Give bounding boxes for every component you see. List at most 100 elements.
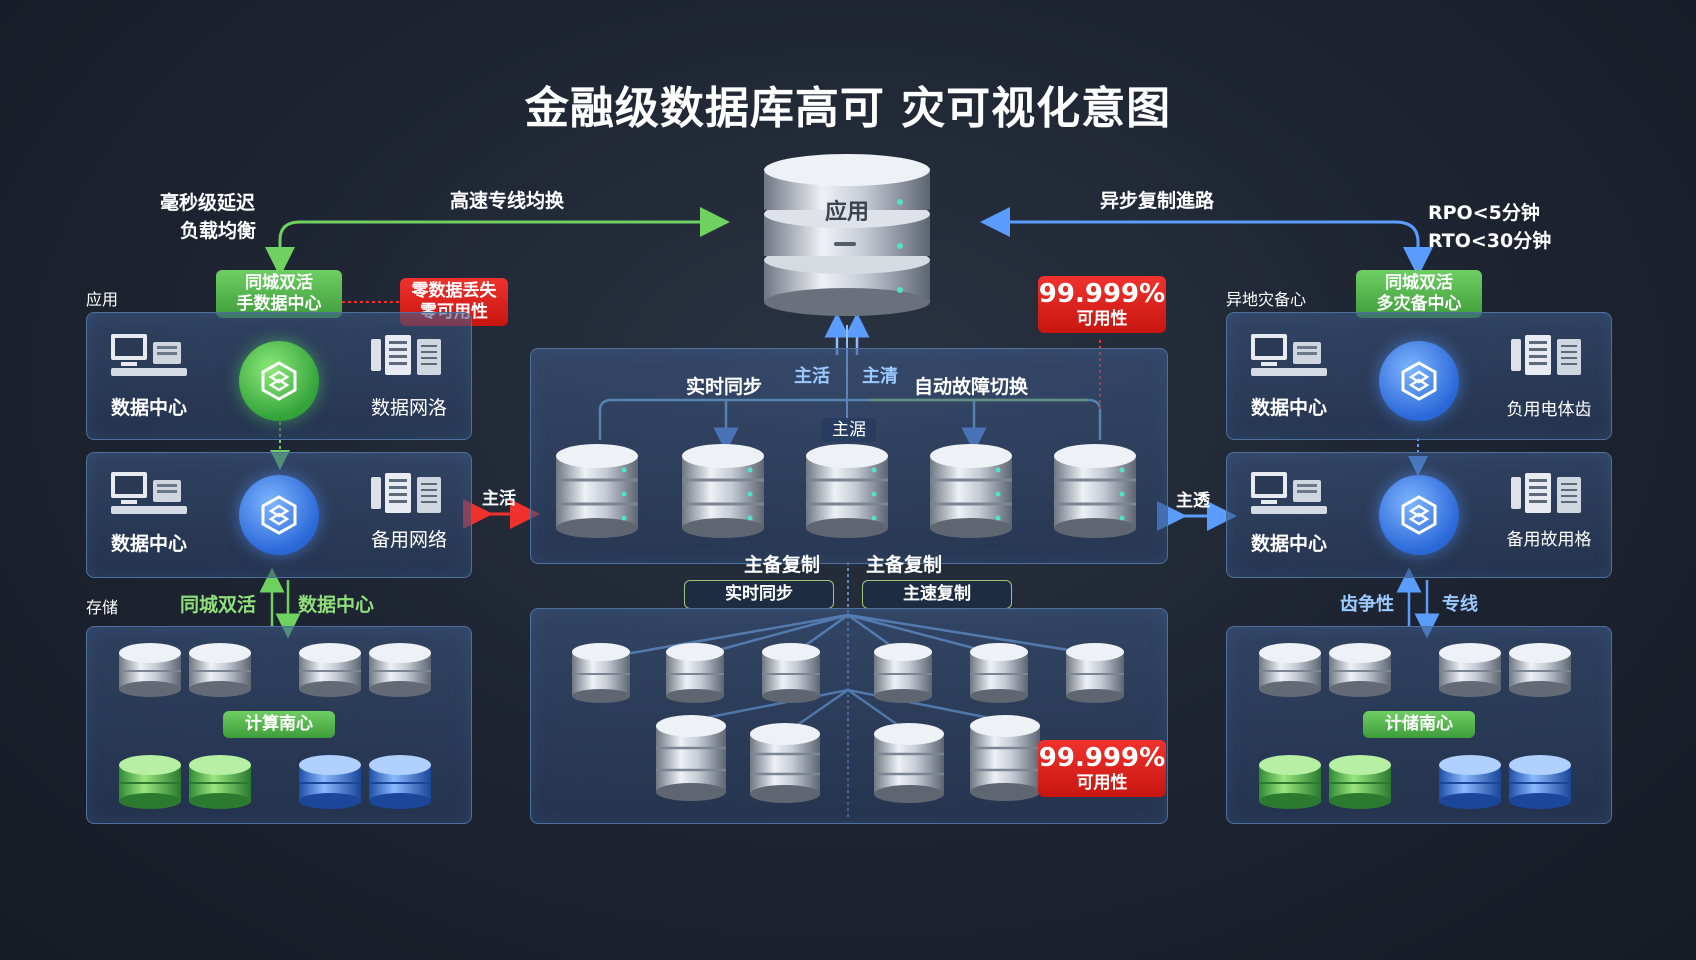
lower-db-row-top [560,640,1140,714]
right-top-pill-line1: 同城双活 [1385,273,1453,293]
computer-icon [107,327,191,383]
lower-availability-value: 99.999% [1038,743,1166,773]
db-icon-blue [369,755,431,809]
left-link-label-a: 同城双活 [180,594,257,616]
db-icon [1259,643,1321,697]
db-icon [1509,643,1571,697]
rto-label: RTO<30分钟 [1428,230,1552,252]
db-mid-4 [970,715,1040,801]
left-storage-panel: 计算南心 [86,626,472,824]
left-top-pill: 同城双活 手数据中心 [216,270,342,318]
db-icon-green [189,755,251,809]
rpo-label: RPO<5分钟 [1428,202,1540,224]
center-primary-tag: 主涺 [822,418,876,442]
left-link-label-b: 数据中心 [298,594,375,616]
lower-availability-sub: 可用性 [1076,773,1128,793]
db-icon [1439,643,1501,697]
storage-db-icons-top [117,639,447,705]
left-section-app: 应用 [86,290,119,309]
right-row2-node-icon [1379,475,1459,555]
central-database: 应用 [760,148,934,316]
right-row1-node-icon [1379,341,1459,421]
db-icon-green [119,755,181,809]
link-left-top [265,220,720,277]
left-balance-label: 负载均衡 [180,220,257,242]
db-small-4 [874,643,932,703]
left-latency-label: 毫秒级延迟 [160,192,256,214]
upper-availability-badge: 99.999% 可用性 [1038,276,1166,333]
left-row2-left-caption: 数据中心 [110,533,187,555]
db-small-5 [970,643,1028,703]
storage-db-icons-bottom [117,751,447,817]
right-panel-row1: 数据中心 负用电体齿 [1226,312,1612,440]
left-red-badge-line1: 零数据丢失 [411,281,497,301]
center-sync-label: 实时同步 [686,376,763,398]
left-top-pill-line1: 同城双活 [245,273,313,293]
center-arrow-left-label: 主活 [794,366,830,387]
right-section-label: 异地灾备心 [1226,290,1307,309]
center-fast-pill: 主速复制 [862,580,1012,609]
right-panel-row2: 数据中心 备用故用格 [1226,452,1612,578]
db-icon-blue [1509,755,1571,809]
left-row1-node-icon [239,341,319,421]
right-link-label-b: 专线 [1442,594,1478,615]
right-storage-pill: 计储南心 [1363,711,1475,738]
db-icon [189,643,251,697]
center-failover-label: 自动故障切换 [914,376,1029,398]
center-rep-left-label: 主备复制 [744,554,821,576]
server-rack-icon [1507,465,1587,521]
upper-db-row [552,440,1152,552]
db-icon-green [1329,755,1391,809]
storage-db-icons-top [1257,639,1587,705]
right-row2-left-caption: 数据中心 [1250,533,1327,555]
db-icon [299,643,361,697]
center-rep-right-label: 主备复制 [866,554,943,576]
db-small-2 [666,643,724,703]
lower-db-row-bottom [650,712,1050,812]
db-stack-1 [556,444,638,538]
db-small-1 [572,643,630,703]
server-rack-icon [367,465,447,521]
right-link-label: 异步复制進路 [1100,190,1215,212]
db-icon-blue [1439,755,1501,809]
central-database-label: 应用 [824,200,869,225]
left-side-link-label: 主活 [482,489,516,509]
left-panel-row2: 数据中心 备用网络 [86,452,472,578]
db-stack-5 [1054,444,1136,538]
left-row2-right-caption: 备用网络 [370,529,447,551]
upper-availability-value: 99.999% [1038,279,1166,309]
left-storage-pill: 计算南心 [223,711,335,738]
db-mid-1 [656,715,726,801]
storage-db-icons-bottom [1257,751,1587,817]
server-rack-icon [367,327,447,383]
right-storage-panel: 计储南心 [1226,626,1612,824]
left-row1-right-caption: 数据网洛 [370,397,447,419]
db-icon-green [1259,755,1321,809]
left-section-storage: 存储 [86,598,119,617]
right-row1-right-caption: 负用电体齿 [1506,400,1592,420]
right-top-pill-line2: 多灾备中心 [1376,294,1462,314]
db-icon [369,643,431,697]
right-side-link-label: 主透 [1176,491,1210,511]
db-mid-2 [750,723,820,803]
center-arrow-right-label: 主清 [862,366,898,387]
db-small-6 [1066,643,1124,703]
right-row2-right-caption: 备用故用格 [1506,530,1592,550]
right-row1-left-caption: 数据中心 [1250,397,1327,419]
upper-availability-sub: 可用性 [1076,309,1128,329]
left-row2-node-icon [239,475,319,555]
db-icon-blue [299,755,361,809]
db-stack-2 [682,444,764,538]
db-stack-3 [806,444,888,538]
server-rack-icon [1507,327,1587,383]
right-link-label-a: 齿争性 [1340,594,1394,615]
computer-icon [1247,327,1331,383]
right-top-pill: 同城双活 多灾备中心 [1356,270,1482,318]
db-stack-4 [930,444,1012,538]
computer-icon [1247,465,1331,521]
link-right-top [1000,220,1433,277]
center-lower-panel [530,608,1168,824]
db-small-3 [762,643,820,703]
left-link-label: 高速专线均换 [450,190,565,212]
db-mid-3 [874,723,944,803]
